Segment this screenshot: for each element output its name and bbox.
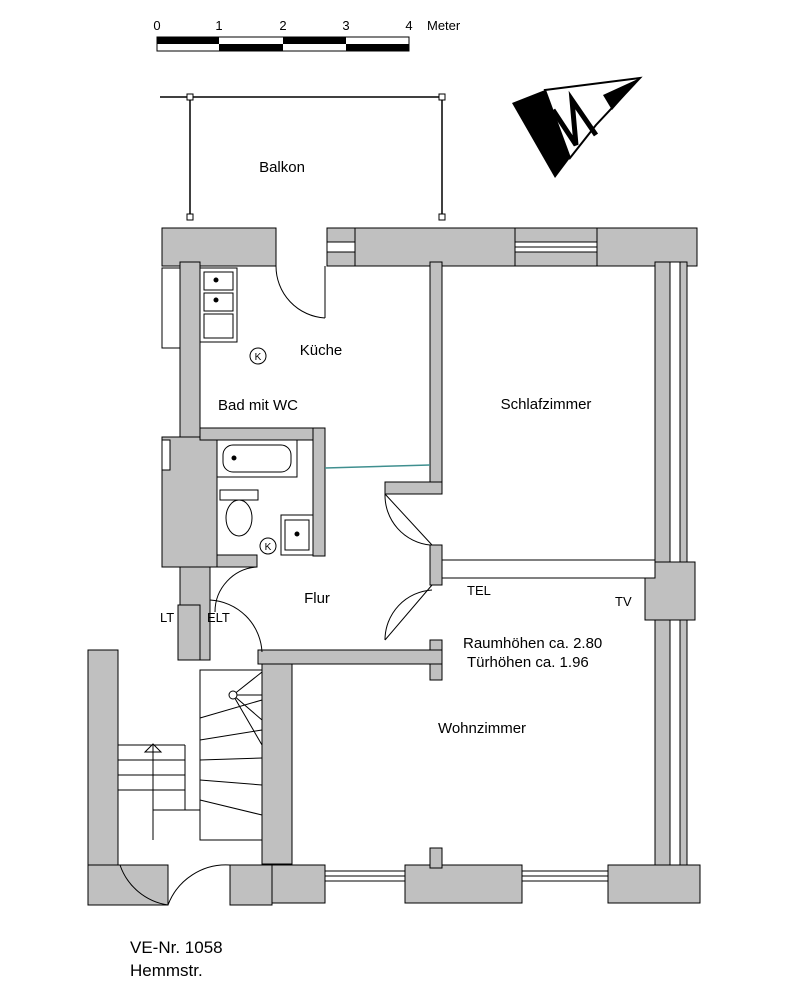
balcony	[160, 93, 446, 221]
windows	[161, 241, 681, 882]
scale-tick-2: 2	[279, 18, 286, 33]
street-name: Hemmstr.	[130, 961, 203, 980]
svg-text:K: K	[255, 352, 262, 363]
scale-unit: Meter	[427, 18, 461, 33]
room-label-bad: Bad mit WC	[218, 397, 298, 414]
door-height-text: Türhöhen ca. 1.96	[467, 654, 589, 671]
scale-bar: 0 1 2 3 4 Meter	[153, 18, 461, 52]
room-label-schlafzimmer: Schlafzimmer	[501, 396, 592, 413]
tel-label: TEL	[467, 583, 491, 598]
doors	[119, 265, 433, 906]
tv-label: TV	[615, 594, 632, 609]
room-label-kueche: Küche	[300, 342, 343, 359]
walls	[87, 227, 701, 906]
scale-tick-3: 3	[342, 18, 349, 33]
boiler-marker-kitchen: K	[249, 347, 267, 365]
kitchen-opening	[324, 464, 431, 469]
room-label-balkon: Balkon	[259, 159, 305, 176]
scale-tick-0: 0	[153, 18, 160, 33]
room-height-text: Raumhöhen ca. 2.80	[463, 635, 602, 652]
svg-text:K: K	[265, 542, 272, 553]
elt-label-left: LT	[160, 610, 174, 625]
room-label-flur: Flur	[304, 590, 330, 607]
boiler-marker-bath: K	[259, 537, 277, 555]
elt-label-right: ELT	[207, 610, 230, 625]
fixtures	[118, 267, 314, 841]
ve-number: VE-Nr. 1058	[130, 938, 223, 957]
scale-tick-1: 1	[215, 18, 222, 33]
north-arrow-icon	[512, 76, 643, 178]
scale-tick-4: 4	[405, 18, 412, 33]
room-label-wohnzimmer: Wohnzimmer	[438, 720, 526, 737]
